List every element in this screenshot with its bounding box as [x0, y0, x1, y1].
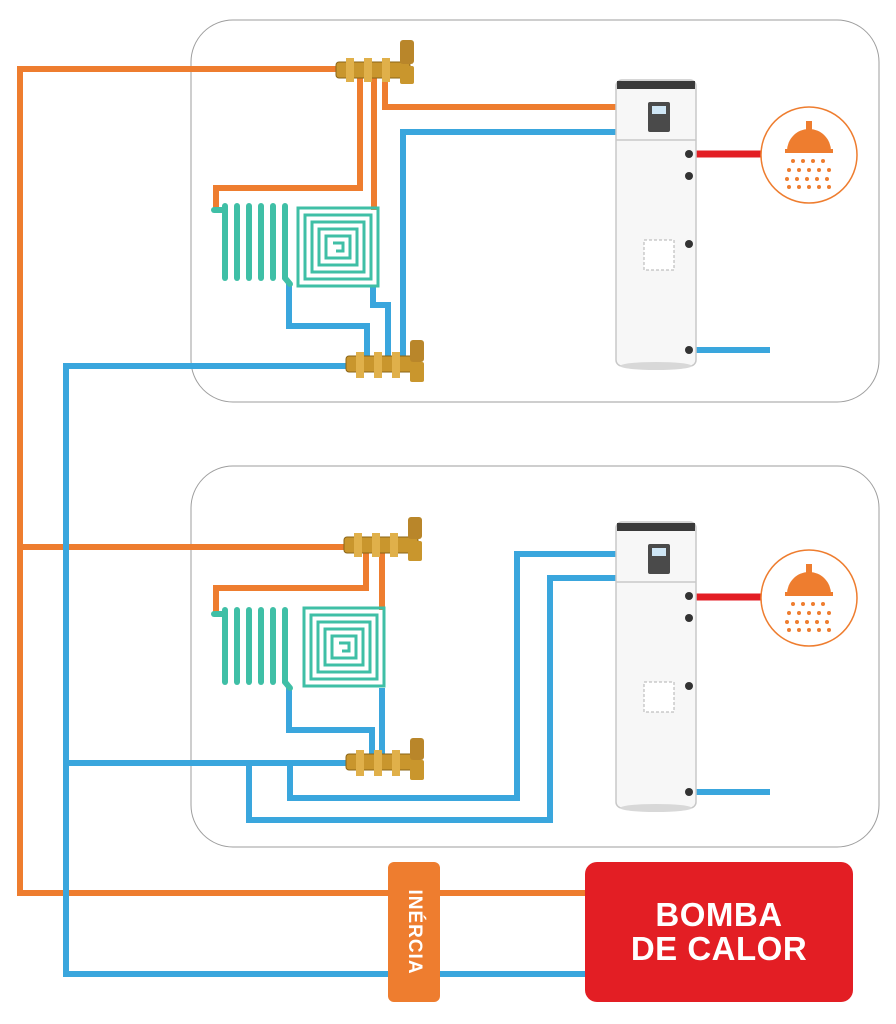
underfloor-heating-icon: [302, 606, 386, 688]
inertia-label: INÉRCIA: [404, 889, 425, 975]
shower-icon: [760, 106, 858, 204]
underfloor-heating-icon: [296, 206, 380, 288]
radiator-icon: [211, 607, 293, 691]
dhw-hot-pipes: [692, 150, 762, 601]
water-heater-icon: [615, 521, 697, 812]
manifold-icon: [335, 40, 414, 84]
supply-pipes: [17, 66, 617, 896]
inertia-tank: [388, 862, 440, 1002]
manifold-icon: [345, 738, 424, 780]
heat-pump-box: BOMBA DE CALOR: [585, 862, 853, 1002]
manifold-icon: [343, 517, 422, 561]
water-heater-icon: [615, 79, 697, 370]
radiator-icon: [211, 203, 293, 287]
heat-pump-line-2: DE CALOR: [630, 930, 808, 967]
shower-icon: [760, 549, 858, 647]
room-top: [190, 19, 880, 403]
room-bottom: [190, 465, 880, 848]
heat-pump-line-1: BOMBA: [655, 896, 783, 933]
manifold-icon: [345, 340, 424, 382]
return-pipes: [63, 129, 770, 977]
